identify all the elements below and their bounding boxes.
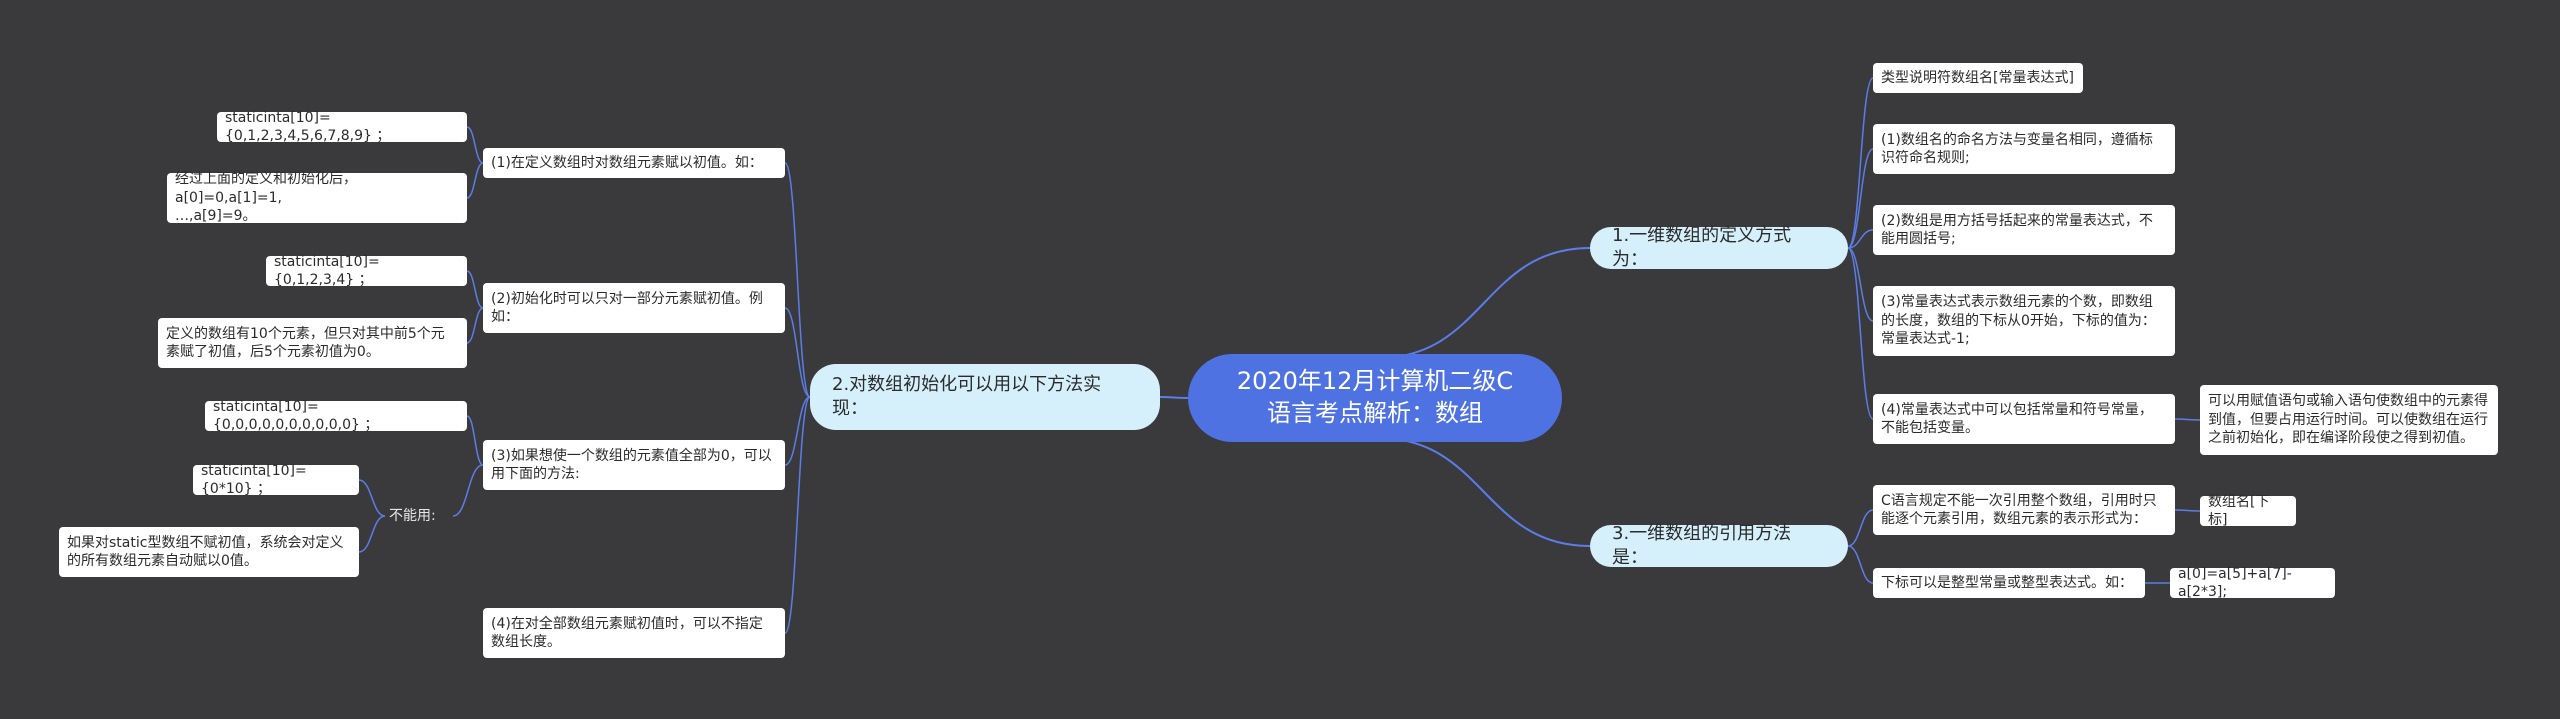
leaf-init-cannot-use[interactable]: 不能用: — [389, 507, 436, 524]
leaf-init-static-note[interactable]: 如果对static型数组不赋初值，系统会对定义 的所有数组元素自动赋以0值。 — [59, 527, 359, 577]
connector-line — [466, 415, 484, 466]
branch-definition[interactable]: 1.一维数组的定义方式为： — [1590, 225, 1848, 270]
connector-line — [784, 162, 811, 398]
leaf-ref-subscript[interactable]: 下标可以是整型常量或整型表达式。如： — [1873, 568, 2145, 598]
leaf-init-code-bad[interactable]: staticinta[10]={0*10} ； — [193, 463, 359, 497]
branch-reference[interactable]: 3.一维数组的引用方法是： — [1590, 523, 1848, 568]
leaf-ref-rule[interactable]: C语言规定不能一次引用整个数组，引用时只 能逐个元素引用，数组元素的表示形式为： — [1873, 485, 2175, 535]
connector-line — [452, 464, 484, 517]
connector-line — [466, 270, 484, 309]
leaf-init-note-1[interactable]: 经过上面的定义和初始化后，a[0]=0,a[1]=1, …,a[9]=9。 — [167, 171, 467, 224]
leaf-def-init-note[interactable]: 可以用赋值语句或输入语句使数组中的元素得 到值，但要占用运行时间。可以使数组在运… — [2200, 385, 2498, 455]
connector-line — [1847, 247, 1874, 420]
leaf-init-code-1[interactable]: staticinta[10]={0,1,2,3,4,5,6,7,8,9} ； — [217, 110, 467, 144]
connector-line — [358, 479, 386, 517]
leaf-ref-example[interactable]: a[0]=a[5]+a[7]-a[2*3]; — [2170, 566, 2335, 600]
root-node[interactable]: 2020年12月计算机二级C 语言考点解析：数组 — [1188, 354, 1562, 442]
connector-line — [1847, 247, 1874, 322]
leaf-init-method-2[interactable]: (2)初始化时可以只对一部分元素赋初值。例 如： — [483, 283, 785, 333]
leaf-init-method-3[interactable]: (3)如果想使一个数组的元素值全部为0，可以 用下面的方法: — [483, 440, 785, 490]
connector-line — [1847, 148, 1874, 249]
leaf-def-rule-3[interactable]: (3)常量表达式表示数组元素的个数，即数组 的长度，数组的下标从0开始，下标的值… — [1873, 286, 2175, 356]
connector-line — [784, 307, 811, 398]
leaf-init-method-1[interactable]: (1)在定义数组时对数组元素赋以初值。如： — [483, 148, 785, 178]
connector-line — [466, 307, 484, 344]
leaf-def-rule-2[interactable]: (2)数组是用方括号括起来的常量表达式，不 能用圆括号; — [1873, 205, 2175, 255]
branch-initialization[interactable]: 2.对数组初始化可以用以下方法实 现： — [810, 364, 1160, 430]
connector-line — [784, 396, 811, 634]
connector-line — [784, 396, 811, 466]
connector-line — [1377, 437, 1591, 547]
leaf-init-code-3[interactable]: staticinta[10]={0,0,0,0,0,0,0,0,0,0} ； — [205, 399, 467, 433]
connector-line — [466, 126, 484, 164]
leaf-init-method-4[interactable]: (4)在对全部数组元素赋初值时，可以不指定 数组长度。 — [483, 608, 785, 658]
connector-line — [466, 162, 484, 199]
connector-line — [2174, 418, 2201, 421]
leaf-def-rule-4[interactable]: (4)常量表达式中可以包括常量和符号常量， 不能包括变量。 — [1873, 394, 2175, 444]
connector-line — [358, 515, 386, 553]
leaf-init-code-2[interactable]: staticinta[10]={0,1,2,3,4} ； — [266, 254, 467, 288]
connector-line — [1847, 229, 1874, 249]
connector-line — [1847, 509, 1874, 547]
leaf-def-rule-1[interactable]: (1)数组名的命名方法与变量名相同，遵循标 识符命名规则; — [1873, 124, 2175, 174]
connector-line — [1847, 545, 1874, 584]
leaf-ref-form[interactable]: 数组名[下标] — [2200, 494, 2296, 528]
connector-line — [2174, 509, 2201, 512]
connector-line — [1159, 396, 1189, 399]
connector-line — [1377, 247, 1591, 359]
leaf-init-note-2[interactable]: 定义的数组有10个元素，但只对其中前5个元 素赋了初值，后5个元素初值为0。 — [158, 318, 467, 368]
leaf-def-syntax[interactable]: 类型说明符数组名[常量表达式] — [1873, 63, 2083, 93]
connector-line — [1847, 77, 1874, 249]
